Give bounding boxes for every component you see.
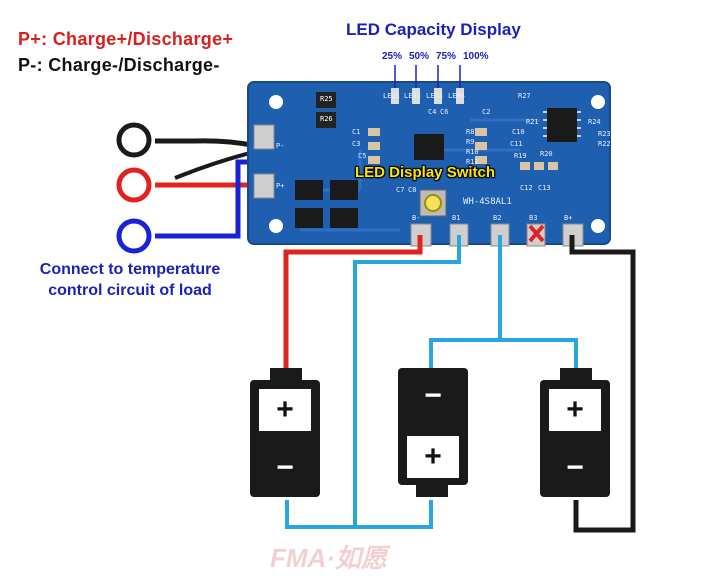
silk-r27: R27 xyxy=(518,92,531,100)
silk-r22: R22 xyxy=(598,140,611,148)
silk-c13: C13 xyxy=(538,184,551,192)
battery-2 xyxy=(398,368,468,497)
led-level-75: 75% xyxy=(436,51,457,62)
silk-led3: LED3 xyxy=(426,92,443,100)
black-wire xyxy=(155,138,263,150)
silk-c6: C6 xyxy=(440,108,449,116)
silk-c11: C11 xyxy=(510,140,523,148)
silk-c8: C8 xyxy=(408,186,417,194)
silk-r25: R25 xyxy=(320,95,333,103)
silk-r24: R24 xyxy=(588,118,601,126)
silk-r21: R21 xyxy=(526,118,539,126)
pcb-board xyxy=(247,81,611,247)
silk-c2: C2 xyxy=(482,108,491,116)
battery-3 xyxy=(540,368,610,497)
led-level-100: 100% xyxy=(463,51,489,62)
battery-1-top-sign: + xyxy=(276,393,294,426)
silk-r20: R20 xyxy=(540,150,553,158)
silk-led4: LED4 xyxy=(448,92,465,100)
pad-label-b-minus: B- xyxy=(412,214,421,222)
board-model-print: WH-4S8AL1 xyxy=(463,197,512,207)
silk-led2: LED2 xyxy=(404,92,421,100)
silk-r10: R10 xyxy=(466,148,479,156)
unused-pad-x-icon xyxy=(528,224,545,243)
silk-c12: C12 xyxy=(520,184,533,192)
silk-c3: C3 xyxy=(352,140,361,148)
led-display-switch-label: LED Display Switch xyxy=(355,164,496,181)
silk-c1: C1 xyxy=(352,128,361,136)
red-ring-terminal xyxy=(116,167,152,203)
silk-r19: R19 xyxy=(514,152,527,160)
pad-label-b2: B2 xyxy=(493,214,502,222)
legend-desc: Charge+/Discharge+ xyxy=(52,29,234,49)
legend-desc: Charge-/Discharge- xyxy=(48,55,220,75)
battery-1-bottom-sign: − xyxy=(276,451,294,484)
pad-label-b1: B1 xyxy=(452,214,461,222)
legend-term: P-: xyxy=(18,55,43,75)
silk-c10: C10 xyxy=(512,128,525,136)
silk-r23: R23 xyxy=(598,130,611,138)
silk-p-plus: P+ xyxy=(276,182,285,190)
black-ring-terminal xyxy=(116,122,152,158)
silk-c4: C4 xyxy=(428,108,437,116)
temperature-control-note: Connect to temperature control circuit o… xyxy=(39,261,221,299)
silk-p-minus: P- xyxy=(276,142,285,150)
legend-p-plus: P+: Charge+/Discharge+ xyxy=(18,29,233,50)
silk-c5: C5 xyxy=(358,152,367,160)
battery-2-top-sign: − xyxy=(424,379,442,412)
led-capacity-title: LED Capacity Display xyxy=(346,20,521,39)
silk-c7: C7 xyxy=(396,186,405,194)
battery-3-bottom-sign: − xyxy=(566,451,584,484)
battery-3-top-sign: + xyxy=(566,393,584,426)
silk-r8: R8 xyxy=(466,128,475,136)
led-pointer-lines xyxy=(394,65,461,88)
silk-r9: R9 xyxy=(466,138,475,146)
blue-ring-terminal xyxy=(116,218,152,254)
silk-led1: LED1 xyxy=(383,92,400,100)
battery-2-bottom-sign: + xyxy=(424,440,442,473)
legend-term: P+: xyxy=(18,29,48,49)
led-level-25: 25% xyxy=(382,51,403,62)
battery-wires xyxy=(283,235,636,533)
legend-p-minus: P-: Charge-/Discharge- xyxy=(18,55,220,76)
pad-label-b3: B3 xyxy=(529,214,538,222)
pad-label-b-plus: B+ xyxy=(564,214,573,222)
watermark-logo: FMA·如愿 xyxy=(270,543,387,573)
silk-r11: R11 xyxy=(466,158,479,166)
switch-button xyxy=(424,194,442,212)
blue-wire xyxy=(155,159,262,239)
terminal-wires xyxy=(155,138,263,239)
silk-r26: R26 xyxy=(320,115,333,123)
led-level-50: 50% xyxy=(409,51,430,62)
battery-1 xyxy=(250,368,320,497)
